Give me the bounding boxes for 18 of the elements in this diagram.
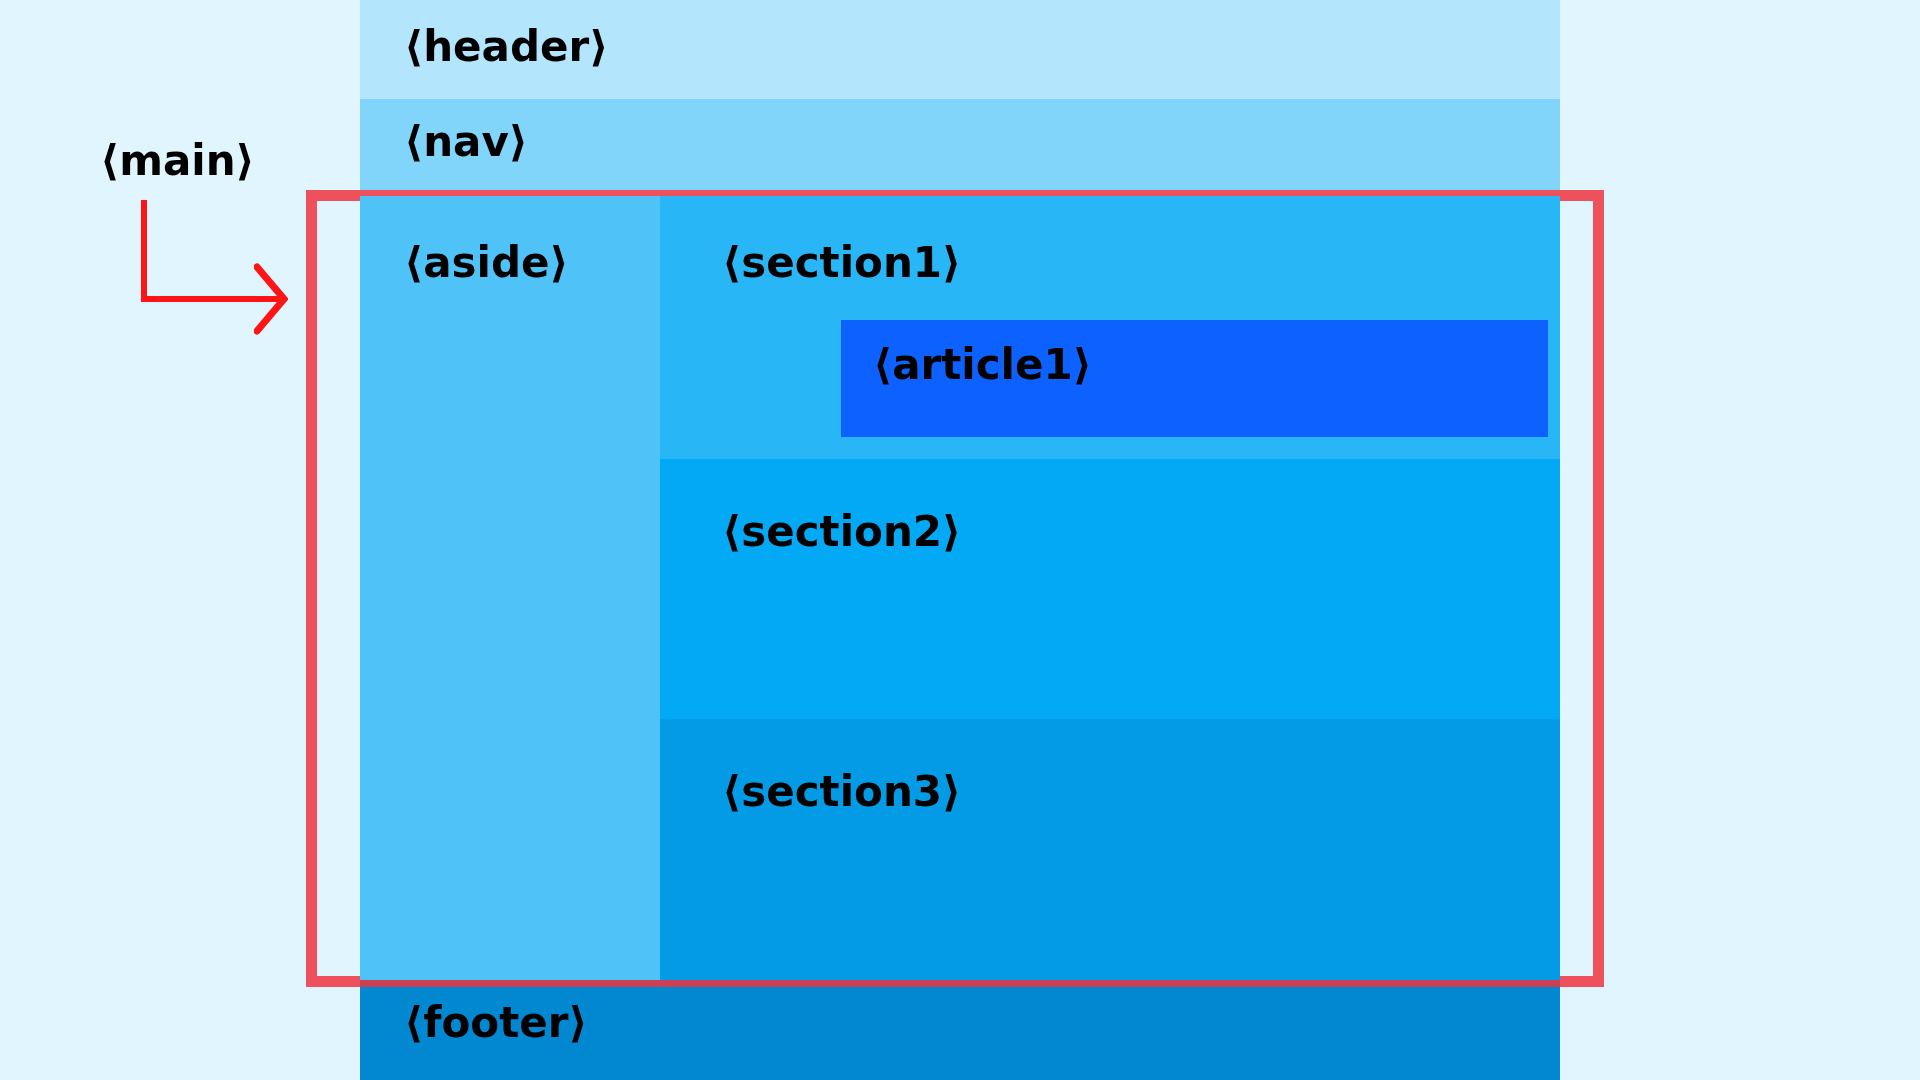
section-panel [660, 196, 1560, 459]
section-panel [660, 459, 1560, 719]
aside-panel [360, 196, 660, 980]
tag-label: ⟨header⟩ [404, 26, 609, 68]
tag-label: ⟨section2⟩ [722, 511, 962, 553]
tag-label: ⟨section3⟩ [722, 771, 962, 813]
tag-label: ⟨nav⟩ [404, 121, 528, 163]
section-panel [660, 719, 1560, 980]
main-label: ⟨main⟩ [100, 140, 255, 182]
main-frame [306, 190, 1604, 987]
header-band [360, 0, 1560, 99]
arrow [141, 200, 288, 335]
tag-label: ⟨footer⟩ [404, 1002, 588, 1044]
article-panel [841, 320, 1548, 437]
tag-label: ⟨aside⟩ [404, 242, 569, 284]
tag-label: ⟨section1⟩ [722, 242, 962, 284]
nav-band [360, 99, 1560, 190]
tag-label: ⟨article1⟩ [873, 344, 1092, 386]
